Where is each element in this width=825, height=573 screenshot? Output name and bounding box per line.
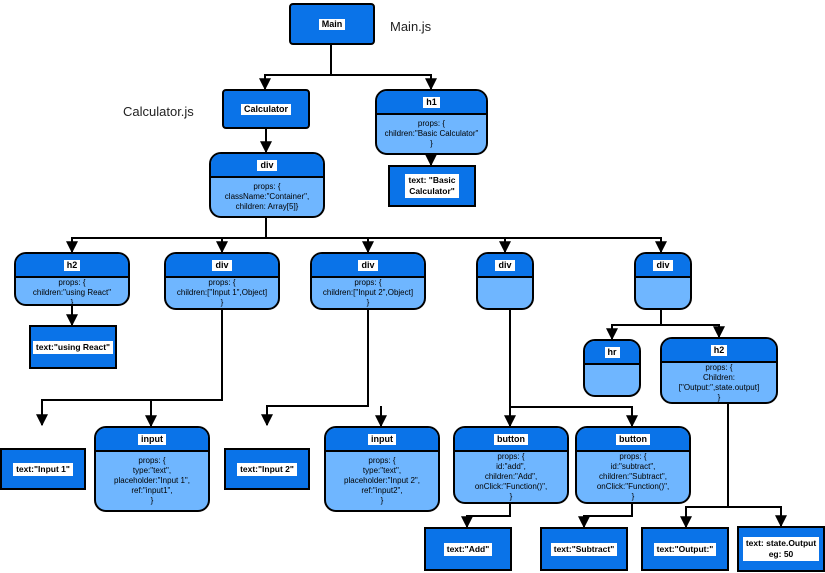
node-div-container-props: props: { className:"Container", children… — [224, 182, 310, 211]
calculator-js-label: Calculator.js — [123, 104, 194, 119]
node-div-buttons-title: div — [495, 259, 515, 271]
node-div-input1-props: props: { children:["Input 1",Object] } — [176, 278, 268, 307]
node-button-subtract-title: button — [616, 433, 650, 445]
node-input2: input props: { type:"text", placeholder:… — [324, 426, 440, 512]
node-hr: hr — [583, 339, 641, 397]
node-hr-title: hr — [604, 346, 620, 358]
node-input1-title: input — [138, 433, 166, 445]
node-div-input2: div props: { children:["Input 2",Object]… — [310, 252, 426, 310]
node-h2-title: h2 props: { children:"using React" } — [14, 252, 130, 306]
leaf-state-output-text-label: text: state.Output eg: 50 — [742, 537, 820, 561]
node-h2-title-tag: h2 — [63, 259, 81, 271]
node-calculator: Calculator — [222, 89, 310, 129]
leaf-input1-text: text:"Input 1" — [0, 448, 86, 490]
node-button-add: button props: { id:"add", children:"Add"… — [453, 426, 569, 504]
leaf-output-text: text:"Output:" — [641, 527, 729, 571]
node-input2-title: input — [368, 433, 396, 445]
node-h1: h1 props: { children:"Basic Calculator" … — [375, 89, 488, 155]
node-h1-props: props: { children:"Basic Calculator" } — [384, 119, 479, 148]
node-h2-output-title: h2 — [710, 344, 728, 356]
node-div-input2-title: div — [358, 259, 378, 271]
node-input1: input props: { type:"text", placeholder:… — [94, 426, 210, 512]
leaf-input2-text-label: text:"Input 2" — [237, 462, 297, 476]
node-h2-output: h2 props: { Children: ["Output:",state.o… — [660, 337, 778, 404]
node-button-subtract-props: props: { id:"subtract", children:"Subtra… — [596, 452, 670, 501]
leaf-h1-text-label: text: "Basic Calculator" — [405, 174, 459, 198]
leaf-subtract-text: text:"Subtract" — [540, 527, 628, 571]
node-h1-title: h1 — [423, 96, 440, 108]
leaf-output-text-label: text:"Output:" — [653, 542, 717, 556]
leaf-add-text-label: text:"Add" — [443, 542, 493, 556]
node-button-subtract: button props: { id:"subtract", children:… — [575, 426, 691, 504]
node-div-container: div props: { className:"Container", chil… — [209, 152, 325, 218]
node-div-container-title: div — [257, 159, 277, 171]
node-input1-props: props: { type:"text", placeholder:"Input… — [114, 456, 190, 505]
node-main: Main — [289, 3, 375, 45]
node-input2-props: props: { type:"text", placeholder:"Input… — [344, 456, 420, 505]
main-js-label: Main.js — [390, 19, 432, 34]
leaf-using-react-label: text:"using React" — [32, 340, 114, 354]
node-div-buttons: div — [476, 252, 534, 310]
node-h2-output-props: props: { Children: ["Output:",state.outp… — [678, 363, 760, 402]
node-div-input1: div props: { children:["Input 1",Object]… — [164, 252, 280, 310]
node-div-input1-title: div — [212, 259, 232, 271]
node-h2-title-props: props: { children:"using React" } — [32, 278, 112, 306]
leaf-using-react: text:"using React" — [29, 325, 117, 369]
leaf-input1-text-label: text:"Input 1" — [13, 462, 73, 476]
leaf-h1-text: text: "Basic Calculator" — [388, 165, 476, 207]
node-div-input2-props: props: { children:["Input 2",Object] } — [322, 278, 414, 307]
node-main-title: Main — [318, 18, 346, 30]
node-div-output: div — [634, 252, 692, 310]
node-button-add-props: props: { id:"add", children:"Add", onCli… — [474, 452, 548, 501]
leaf-state-output-text: text: state.Output eg: 50 — [737, 526, 825, 572]
leaf-add-text: text:"Add" — [424, 527, 512, 571]
node-calculator-title: Calculator — [240, 103, 291, 115]
leaf-input2-text: text:"Input 2" — [224, 448, 310, 490]
node-div-output-title: div — [653, 259, 673, 271]
leaf-subtract-text-label: text:"Subtract" — [550, 542, 618, 556]
node-button-add-title: button — [494, 433, 528, 445]
